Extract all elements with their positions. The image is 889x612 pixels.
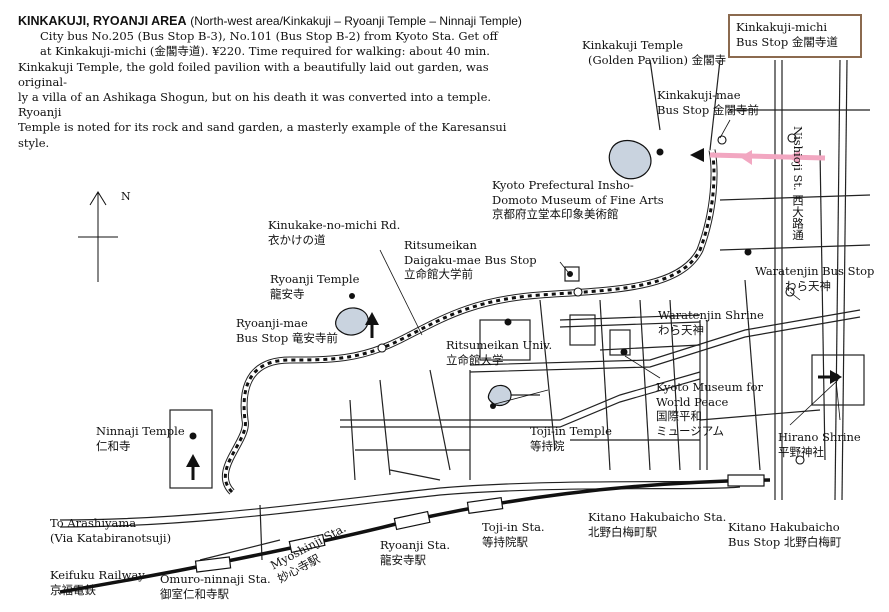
ritsumeikan-dot bbox=[504, 318, 512, 326]
ryoanji-dot bbox=[349, 293, 355, 299]
compass-icon: N bbox=[78, 190, 131, 282]
arrow-north-ryoanji-icon bbox=[365, 312, 379, 325]
tojiin-sta-label: Toji-in Sta.等持院駅 bbox=[482, 520, 545, 549]
compass-north-label: N bbox=[121, 190, 131, 203]
leader-lines bbox=[379, 119, 841, 426]
ryoanji-sta-label: Ryoanji Sta.龍安寺駅 bbox=[380, 538, 451, 567]
kinukake-label: Kinukake-no-michi Rd.衣かけの道 bbox=[268, 218, 401, 247]
insho-domoto-label: Kyoto Prefectural Insho-Domoto Museum of… bbox=[492, 178, 664, 221]
station-ryoanji bbox=[393, 510, 431, 531]
railway-stations bbox=[194, 474, 765, 573]
station-omuro bbox=[194, 556, 232, 573]
ryoanji-pond bbox=[335, 307, 369, 336]
header-line-2: at Kinkakuji-michi (金閣寺道). ¥220. Time re… bbox=[40, 44, 490, 59]
kinkakuji-pond bbox=[608, 139, 652, 180]
tojiin-dot bbox=[490, 403, 496, 409]
bus-stop-ritsumeikan bbox=[573, 287, 583, 297]
peace-museum-dot bbox=[620, 348, 628, 356]
header-text: KINKAKUJI, RYOANJI AREA (North-west area… bbox=[18, 14, 538, 151]
station-tojiin bbox=[466, 497, 504, 514]
arrow-west-kinkakuji-icon bbox=[690, 148, 704, 162]
bus-route-arrow bbox=[709, 150, 826, 165]
kitano-sta-label: Kitano Hakubaicho Sta.北野白梅町駅 bbox=[588, 510, 727, 539]
station-myoshinji bbox=[288, 533, 326, 554]
station-kitano bbox=[727, 474, 765, 487]
bus-stop-kinkakuji-michi bbox=[787, 133, 797, 143]
insho-domoto-dot bbox=[567, 271, 573, 277]
waratenjin-dot bbox=[744, 248, 752, 256]
omuro-label: Omuro-ninnaji Sta.御室仁和寺駅 bbox=[160, 572, 271, 601]
hirano-dot bbox=[832, 373, 840, 381]
arashiyama-label: To Arashiyama(Via Katabiranotsuji) bbox=[50, 516, 172, 545]
kinkakuji-dot bbox=[656, 148, 664, 156]
header-line-4: ly a villa of an Ashikaga Shogun, but on… bbox=[18, 90, 492, 120]
bus-stop-kitano bbox=[795, 455, 805, 465]
bus-stop-ryoanji-mae bbox=[377, 343, 387, 353]
area-title: KINKAKUJI, RYOANJI AREA bbox=[18, 14, 187, 28]
ninnaji-dot bbox=[189, 432, 197, 440]
tojiin-pond bbox=[487, 384, 512, 407]
poi-markers bbox=[189, 148, 840, 440]
walking-route bbox=[224, 149, 716, 494]
arrow-north-ninnaji-icon bbox=[186, 454, 200, 467]
area-subtitle: (North-west area/Kinkakuji – Ryoanji Tem… bbox=[190, 14, 522, 28]
nishioji-street-label: Nishioji St. 西大路通 bbox=[791, 126, 805, 241]
header-line-3: Kinkakuji Temple, the gold foiled pavili… bbox=[18, 59, 489, 89]
header-line-6: style. bbox=[18, 135, 50, 150]
ritsumeikan-univ-label: Ritsumeikan Univ.立命館大学 bbox=[446, 338, 553, 367]
header-line-5: Temple is noted for its rock and sand ga… bbox=[18, 120, 507, 135]
kinkakuji-temple-label: Kinkakuji Temple(Golden Pavilion) 金閣寺 bbox=[582, 38, 727, 67]
header-line-1: City bus No.205 (Bus Stop B-3), No.101 (… bbox=[40, 29, 498, 44]
bus-stop-kinkakuji-mae bbox=[717, 135, 727, 145]
